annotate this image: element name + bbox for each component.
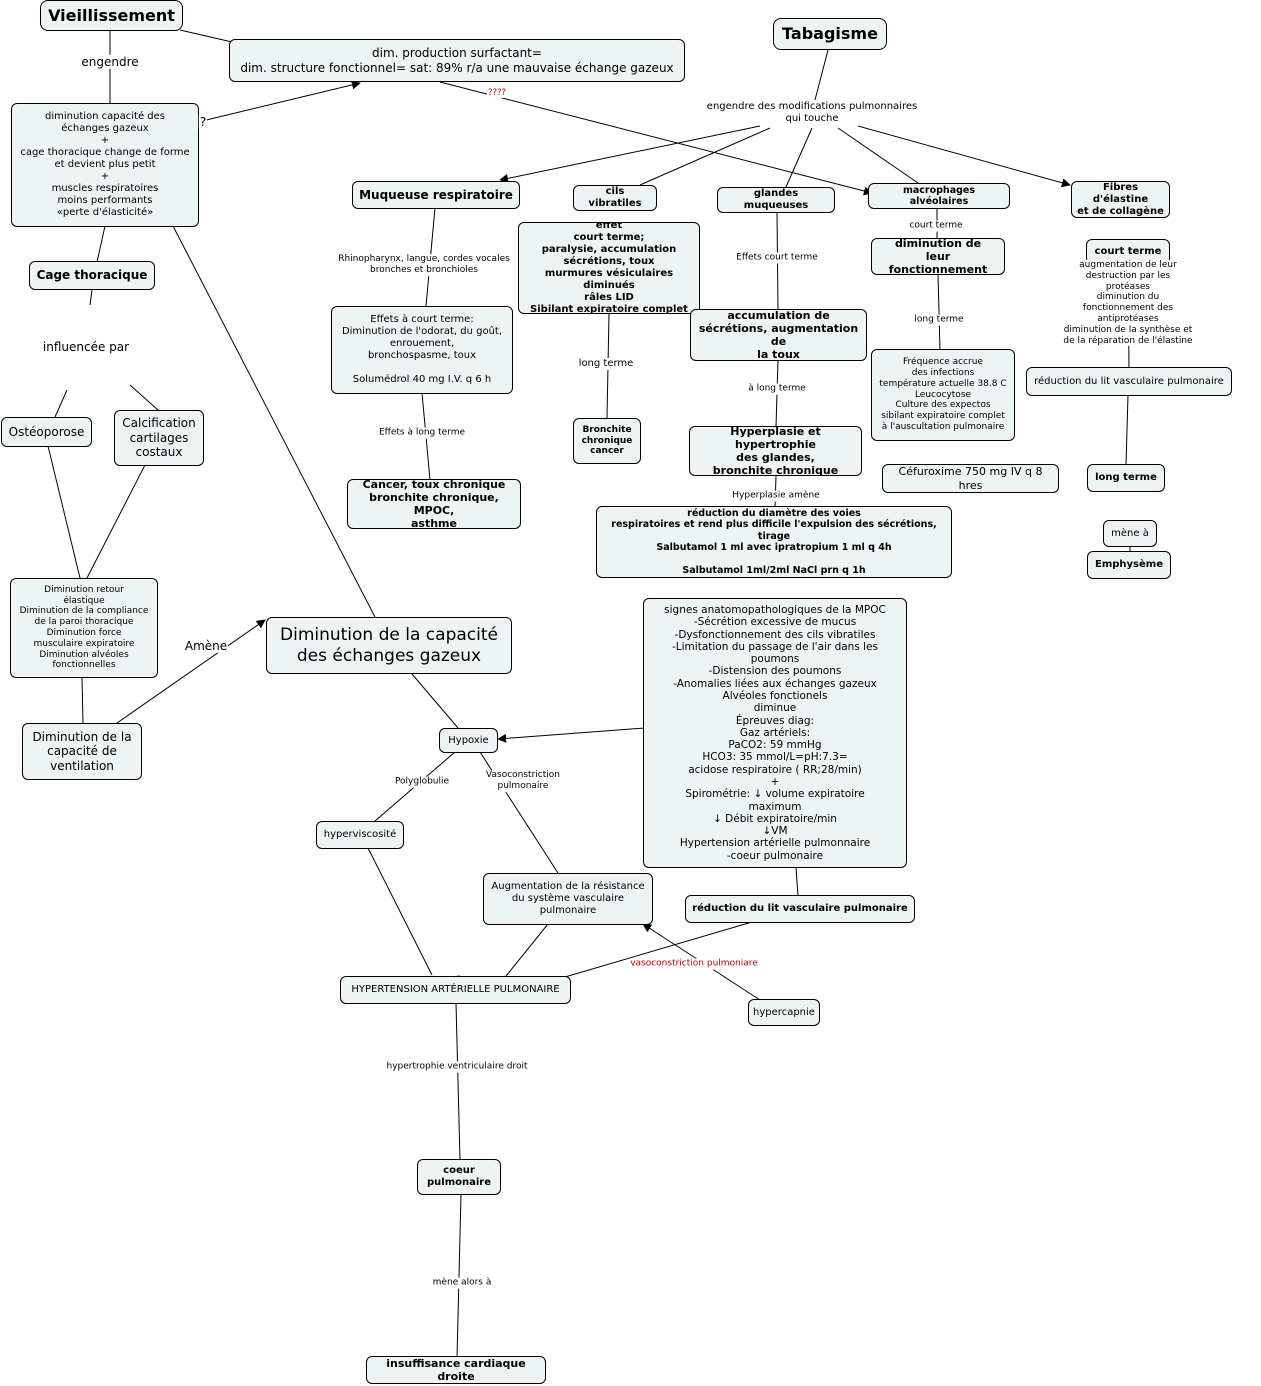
- label-mene-alors: mène alors à: [431, 1277, 493, 1289]
- label-influencee: influencée par: [41, 339, 131, 355]
- node-signes[interactable]: signes anatomopathologiques de la MPOC -…: [643, 598, 907, 868]
- label-effets-court-gland: Effets court terme: [735, 252, 819, 264]
- node-reduction-lit-right[interactable]: réduction du lit vasculaire pulmonaire: [1026, 367, 1232, 396]
- node-accumulation[interactable]: accumulation de sécrétions, augmentation…: [690, 309, 867, 361]
- node-mene-a[interactable]: mène à: [1103, 520, 1157, 547]
- node-vieillissement[interactable]: Vieillissement: [40, 0, 183, 31]
- node-insuffisance[interactable]: insuffisance cardiaque droite: [366, 1356, 546, 1384]
- node-hyperplasie[interactable]: Hyperplasie et hypertrophie des glandes,…: [689, 426, 862, 476]
- node-dim-fonctionnement[interactable]: diminution de leur fonctionnement: [871, 238, 1005, 275]
- node-bronchite-cancer[interactable]: Bronchite chronique cancer: [573, 418, 641, 464]
- node-reduction-lit-mid[interactable]: réduction du lit vasculaire pulmonaire: [685, 895, 915, 923]
- node-hypercapnie[interactable]: hypercapnie: [748, 999, 820, 1026]
- node-cancer-toux[interactable]: Cancer, toux chronique bronchite chroniq…: [347, 479, 521, 529]
- node-cefuroxime[interactable]: Céfuroxime 750 mg IV q 8 hres: [882, 464, 1059, 493]
- node-augmentation-resistance[interactable]: Augmentation de la résistance du système…: [483, 873, 653, 925]
- node-effets-court-muq[interactable]: Effets à court terme: Diminution de l'od…: [331, 306, 513, 394]
- node-hyperviscosite[interactable]: hyperviscosité: [316, 821, 404, 849]
- label-engendre-modif: engendre des modifications pulmonnaires …: [705, 101, 919, 125]
- label-question: ?: [198, 114, 208, 130]
- node-macrophages[interactable]: macrophages alvéolaires: [868, 183, 1010, 209]
- node-long-terme[interactable]: long terme: [1087, 464, 1165, 492]
- label-amene: Amène: [183, 638, 229, 654]
- node-dim-capacite[interactable]: diminution capacité des échanges gazeux …: [11, 103, 199, 227]
- node-dim-ventilation[interactable]: Diminution de la capacité de ventilation: [22, 723, 142, 780]
- label-rhinopharynx: Rhinopharynx, langue, cordes vocales bro…: [337, 254, 511, 276]
- node-cils[interactable]: cils vibratiles: [573, 185, 657, 211]
- label-long-terme-macro: long terme: [913, 314, 965, 326]
- node-calcification[interactable]: Calcification cartilages costaux: [114, 410, 204, 466]
- node-effet-court[interactable]: effet court terme; paralysie, accumulati…: [518, 222, 700, 314]
- label-effets-long: Effets à long terme: [377, 427, 467, 439]
- node-muqueuse[interactable]: Muqueuse respiratoire: [352, 181, 520, 209]
- node-cage[interactable]: Cage thoracique: [29, 261, 155, 290]
- label-hyperplasie-amene: Hyperplasie amène: [731, 490, 821, 502]
- node-dim-echanges[interactable]: Diminution de la capacité des échanges g…: [266, 617, 512, 674]
- node-reduction-diam[interactable]: réduction du diamètre des voies respirat…: [596, 506, 952, 578]
- node-fibres[interactable]: Fibres d'élastine et de collagène: [1071, 181, 1170, 218]
- label-a-long-terme: à long terme: [747, 383, 807, 395]
- node-hypertension[interactable]: HYPERTENSION ARTÉRIELLE PULMONAIRE: [340, 976, 571, 1004]
- node-surfactant[interactable]: dim. production surfactant= dim. structu…: [229, 39, 685, 82]
- node-hypoxie[interactable]: Hypoxie: [439, 728, 498, 753]
- label-vasoconstriction: Vasoconstriction pulmonaire: [485, 770, 561, 792]
- label-question4: ????: [486, 87, 508, 99]
- node-tabagisme[interactable]: Tabagisme: [773, 18, 887, 50]
- node-dim-retour[interactable]: Diminution retour élastique Diminution d…: [10, 578, 158, 678]
- node-osteoporose[interactable]: Ostéoporose: [1, 417, 92, 447]
- label-engendre: engendre: [80, 54, 140, 70]
- node-glandes[interactable]: glandes muqueuses: [717, 187, 835, 213]
- label-hypertrophie-vd: hypertrophie ventriculaire droit: [385, 1061, 529, 1073]
- node-frequence[interactable]: Fréquence accrue des infections températ…: [871, 349, 1015, 441]
- label-vasoconstriction-red: vasoconstriction pulmoniare: [629, 958, 759, 970]
- label-long-terme-cils: long terme: [577, 358, 635, 370]
- label-court-terme-macro: court terme: [908, 220, 964, 232]
- label-augmentation-destruction: augmentation de leur destruction par les…: [1061, 259, 1195, 347]
- node-emphyseme[interactable]: Emphysème: [1087, 551, 1171, 579]
- label-polyglobulie: Polyglobulie: [393, 776, 451, 788]
- node-coeur[interactable]: coeur pulmonaire: [417, 1159, 501, 1195]
